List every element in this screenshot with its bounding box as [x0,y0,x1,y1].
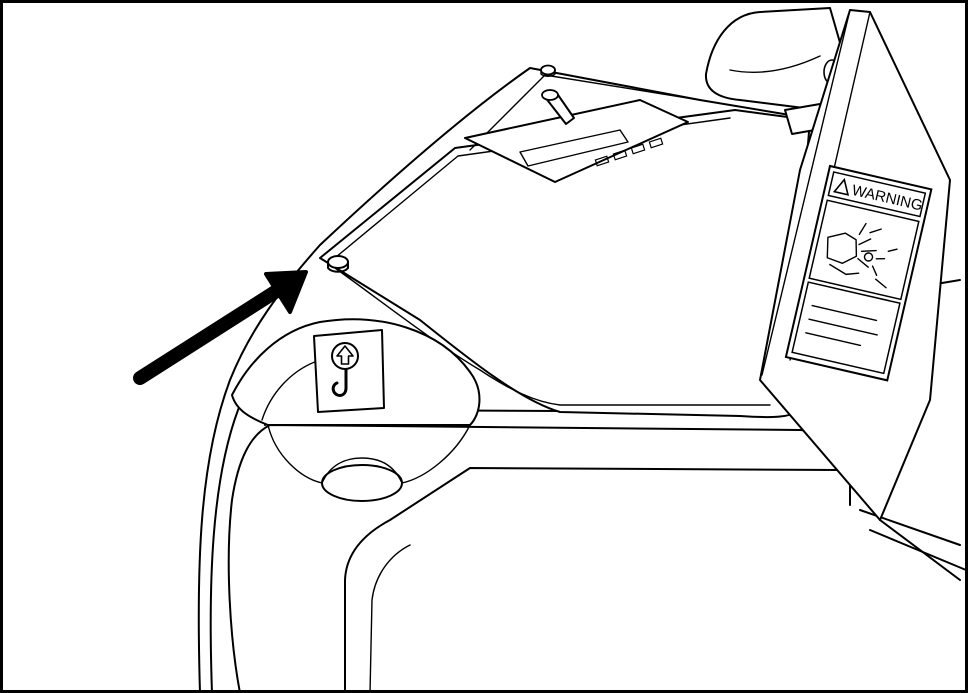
top-bolt-icon [540,64,556,77]
lift-hole [321,464,403,502]
up-arrow-icon [331,342,359,370]
vent-slot-1 [594,155,610,167]
lift-point-decal [313,329,385,413]
latch-knob-icon [541,89,575,125]
hazard-pictogram-icon [826,222,898,289]
vent-slot-4 [648,137,664,149]
vent-slot-3 [630,143,646,155]
warning-decal: WARNING [784,164,933,382]
hood-fastener-icon [327,255,349,273]
callout-arrow-icon [133,270,308,385]
lift-hook-icon [331,368,348,397]
vent-slot-2 [612,149,628,161]
access-panel [464,89,689,183]
warning-triangle-icon [832,177,850,196]
